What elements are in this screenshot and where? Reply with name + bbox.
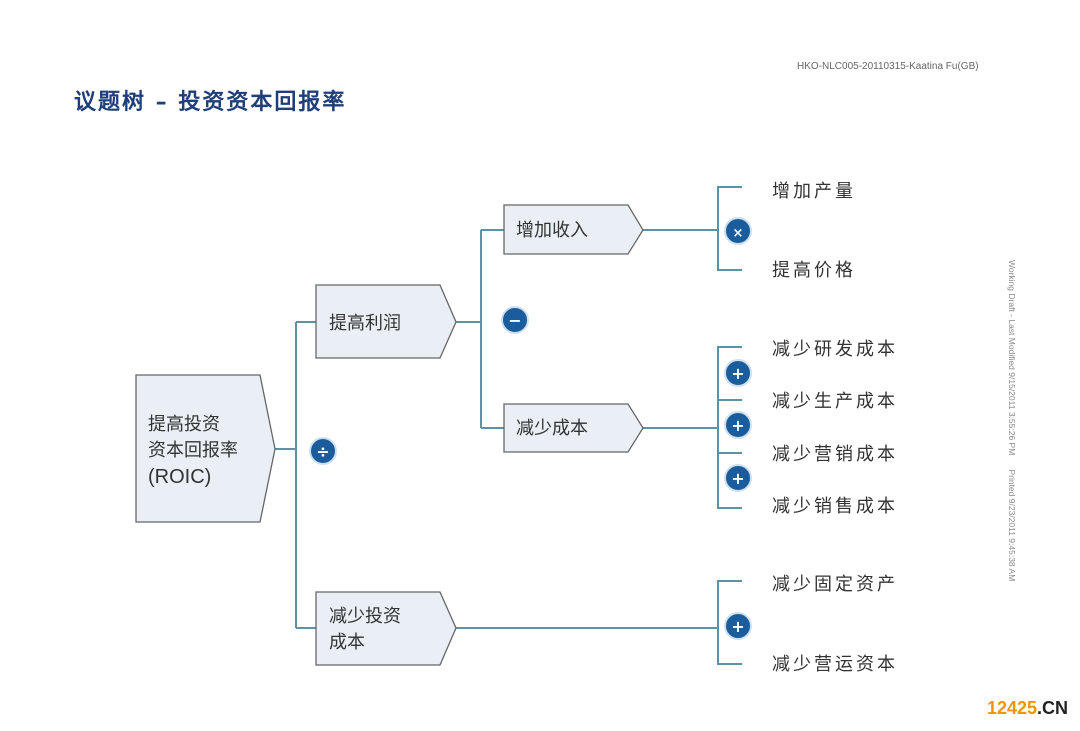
- node-cost-label: 减少成本: [516, 418, 588, 439]
- leaf-item: 减少销售成本: [772, 496, 898, 517]
- multiply-icon: ×: [724, 217, 752, 245]
- watermark: 12425.CN: [987, 698, 1068, 719]
- watermark-suffix: .CN: [1037, 698, 1068, 718]
- svg-text:+: +: [731, 469, 744, 488]
- node-profit: 提高利润: [315, 284, 457, 359]
- svg-text:−: −: [508, 311, 521, 330]
- plus-icon: +: [724, 612, 752, 640]
- node-invest-label-1: 减少投资: [329, 606, 401, 627]
- svg-text:+: +: [731, 364, 744, 383]
- plus-icon: +: [724, 359, 752, 387]
- divide-icon: ÷: [309, 437, 337, 465]
- leaf-item: 减少生产成本: [772, 391, 898, 412]
- root-label-3: (ROIC): [148, 466, 211, 488]
- root-label-2: 资本回报率: [148, 440, 238, 461]
- svg-text:×: ×: [733, 226, 744, 241]
- svg-text:+: +: [731, 416, 744, 435]
- draft-note: Working Draft - Last Modified 9/15/2011 …: [1007, 260, 1017, 582]
- node-profit-label: 提高利润: [329, 313, 401, 334]
- leaf-item: 减少营销成本: [772, 444, 898, 465]
- leaf-item: 增加产量: [772, 181, 856, 202]
- root-node: 提高投资 资本回报率 (ROIC): [135, 374, 276, 523]
- plus-icon: +: [724, 464, 752, 492]
- node-revenue: 增加收入: [503, 204, 644, 255]
- node-invest: 减少投资 成本: [315, 591, 457, 666]
- leaf-item: 减少营运资本: [772, 654, 898, 675]
- node-revenue-label: 增加收入: [516, 220, 588, 241]
- leaf-item: 减少研发成本: [772, 339, 898, 360]
- minus-icon: −: [501, 306, 529, 334]
- document-reference: HKO-NLC005-20110315-Kaatina Fu(GB): [797, 61, 979, 72]
- node-cost: 减少成本: [503, 403, 644, 453]
- svg-text:+: +: [731, 617, 744, 636]
- leaf-item: 提高价格: [772, 260, 856, 281]
- connectors: [275, 186, 742, 665]
- node-invest-label-2: 成本: [329, 632, 365, 653]
- svg-text:÷: ÷: [316, 442, 329, 461]
- page-title: 议题树 – 投资资本回报率: [74, 90, 347, 115]
- leaf-item: 减少固定资产: [772, 574, 898, 595]
- watermark-number: 12425: [986, 698, 1037, 718]
- plus-icon: +: [724, 411, 752, 439]
- root-label-1: 提高投资: [148, 414, 220, 435]
